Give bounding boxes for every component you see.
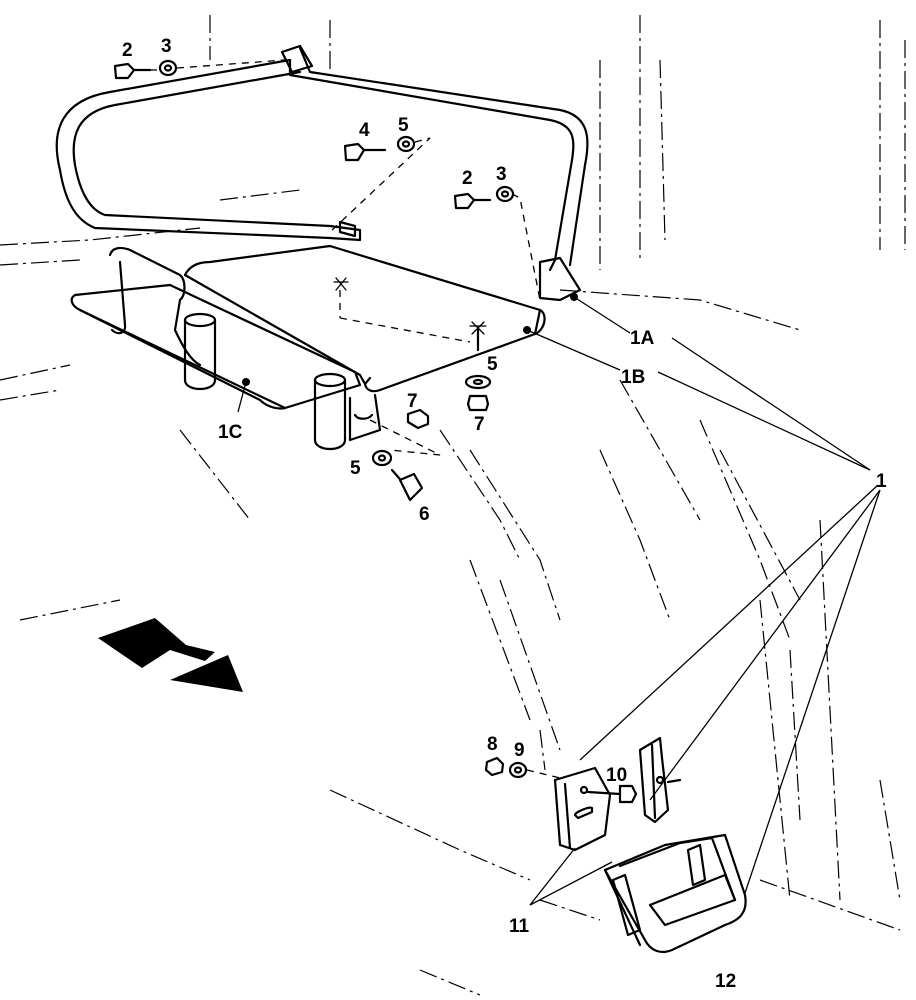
callout-3-top-left: 3 [161, 36, 172, 57]
callout-1: 1 [876, 471, 887, 492]
callout-8: 8 [487, 734, 498, 755]
callout-9: 9 [514, 740, 525, 761]
callout-12: 12 [715, 971, 736, 992]
callout-labels: 1 1A 1B 1C 2 3 4 5 2 3 5 7 7 5 6 8 9 10 … [122, 36, 887, 992]
callout-5-top: 5 [398, 115, 409, 136]
callout-10: 10 [606, 765, 627, 786]
hardware-lower-5-6-7 [369, 408, 441, 502]
hardware-right-2-3 [453, 185, 541, 301]
callout-5-under-seat: 5 [487, 354, 498, 375]
step-bracket-right [638, 736, 682, 824]
seat-frame-1c [70, 246, 382, 451]
guard-rail-1a [55, 44, 589, 302]
seat-cushion-1b [183, 244, 546, 393]
cab-background-lines [0, 15, 906, 996]
leader-lines [237, 296, 881, 906]
direction-arrow-icon [98, 618, 243, 692]
callout-2-right: 2 [462, 168, 473, 189]
callout-4: 4 [359, 120, 370, 141]
callout-7-under-seat: 7 [474, 414, 485, 435]
callout-1b: 1B [621, 367, 645, 388]
hardware-center-4-5 [329, 135, 431, 233]
step-bracket-11 [553, 766, 612, 852]
hardware-under-seat-5-7 [333, 277, 492, 412]
hardware-8-9-10 [484, 756, 638, 804]
callout-7-lower: 7 [407, 391, 418, 412]
callout-1c: 1C [218, 422, 243, 443]
callout-1a: 1A [630, 328, 655, 349]
callout-11: 11 [509, 916, 530, 937]
callout-2-top-left: 2 [122, 40, 133, 61]
step-12 [603, 833, 747, 954]
callout-3-right: 3 [496, 164, 507, 185]
callout-5-lower: 5 [350, 458, 361, 479]
hardware-top-left-2-3 [113, 59, 286, 80]
callout-6: 6 [419, 504, 430, 525]
